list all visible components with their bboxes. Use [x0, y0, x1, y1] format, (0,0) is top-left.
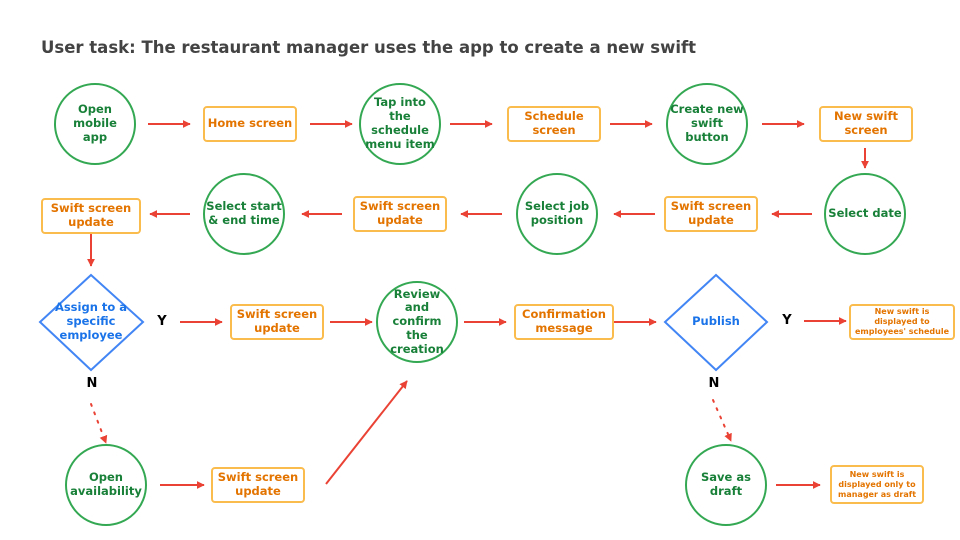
node-select-time-circle	[203, 173, 285, 255]
confirmation-label: Confirmation message	[522, 307, 606, 335]
create-button-label: Create new swift button	[670, 102, 744, 144]
arrow-publish-no-to-save-draft	[712, 399, 732, 442]
publish-label: Publish	[692, 314, 740, 329]
node-tap-schedule-circle	[359, 83, 441, 165]
node-select-job-circle	[516, 173, 598, 255]
assign-yes-label: Y	[157, 314, 167, 330]
select-date-label: Select date	[828, 206, 902, 221]
node-schedule-screen-box	[507, 106, 601, 142]
node-update-5-box	[211, 467, 305, 503]
node-update-1-box	[664, 196, 758, 232]
publish-no-label: N	[708, 376, 720, 392]
open-app-label: Open mobile app	[73, 102, 117, 144]
node-open-app-circle	[54, 83, 136, 165]
update-1-label: Swift screen update	[670, 199, 752, 227]
assign-employee-label: Assign to a specific employee	[54, 300, 128, 342]
node-save-draft-circle	[685, 444, 767, 526]
home-screen-label: Home screen	[207, 116, 293, 131]
update-2-label: Swift screen update	[359, 199, 441, 227]
node-displayed-manager-box	[830, 465, 924, 504]
node-assign-employee-diamond	[38, 273, 145, 372]
node-update-3-box	[41, 198, 141, 234]
node-publish-diamond	[663, 273, 769, 372]
node-create-button-circle	[666, 83, 748, 165]
node-new-swift-screen-box	[819, 106, 913, 142]
review-confirm-label: Review and confirm the creation	[390, 286, 444, 356]
new-swift-screen-label: New swift screen	[834, 109, 898, 137]
node-confirmation-box	[514, 304, 614, 340]
node-home-screen-box	[203, 106, 297, 142]
open-availability-label: Open availability	[70, 470, 142, 498]
update-4-label: Swift screen update	[236, 307, 318, 335]
tap-schedule-label: Tap into the schedule menu item	[365, 95, 435, 151]
node-review-confirm-circle	[376, 281, 458, 363]
diagram-title: User task: The restaurant manager uses t…	[41, 38, 697, 57]
displayed-employees-label: New swift is displayed to employees' sch…	[854, 307, 949, 336]
schedule-screen-label: Schedule screen	[524, 109, 584, 137]
node-open-availability-circle	[65, 444, 147, 526]
node-displayed-employees-box	[849, 304, 955, 340]
displayed-manager-label: New swift is displayed only to manager a…	[837, 469, 917, 499]
publish-yes-label: Y	[782, 313, 792, 329]
arrow-assign-no-to-open-availability	[90, 403, 108, 444]
update-5-label: Swift screen update	[217, 470, 299, 498]
arrow-update-5-to-review	[325, 380, 408, 485]
node-update-4-box	[230, 304, 324, 340]
select-job-label: Select job position	[524, 199, 590, 227]
node-update-2-box	[353, 196, 447, 232]
assign-no-label: N	[86, 376, 98, 392]
select-time-label: Select start & end time	[206, 199, 282, 227]
node-select-date-circle	[824, 173, 906, 255]
save-draft-label: Save as draft	[701, 470, 751, 498]
update-3-label: Swift screen update	[50, 201, 132, 229]
